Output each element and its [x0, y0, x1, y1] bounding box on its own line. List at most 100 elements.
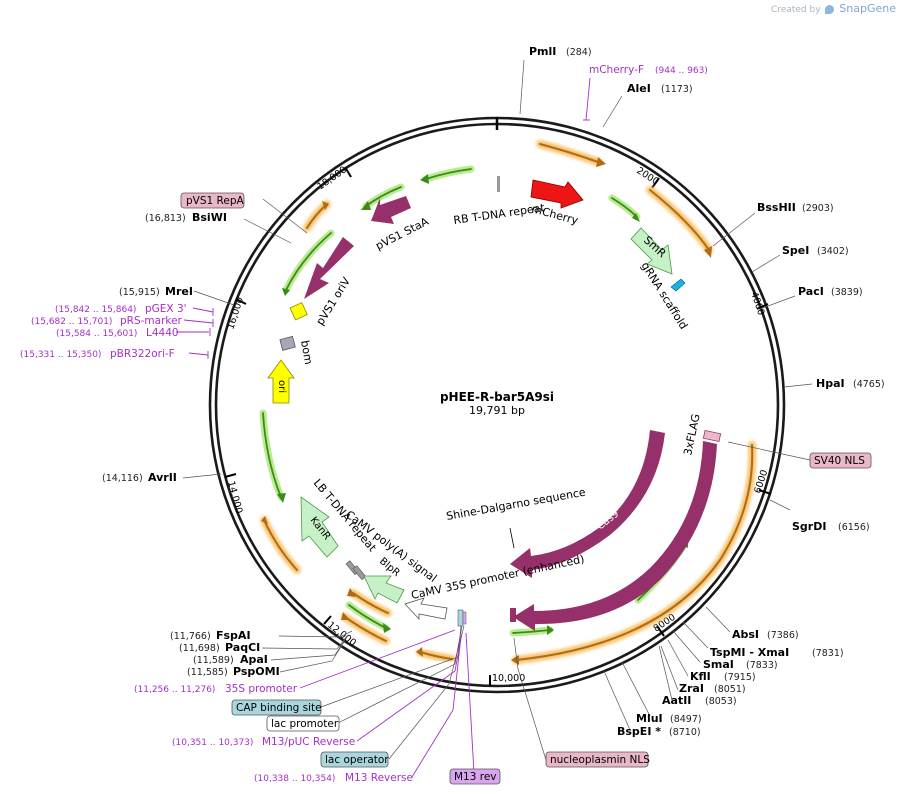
- ori-small-marker: [289, 302, 308, 321]
- m13-rev-marker: [462, 611, 467, 625]
- site-position: (3402): [817, 246, 849, 257]
- site-position: (7386): [767, 630, 799, 641]
- site-bsiwi: (16,813)BsiWI: [145, 211, 227, 224]
- bom-marker: [279, 335, 296, 351]
- box-cap-binding-site: CAP binding site: [231, 699, 322, 716]
- site-name: AleI: [627, 82, 651, 95]
- blpr-arrow: [363, 575, 405, 604]
- primer-range: (10,338 .. 10,354): [254, 774, 335, 784]
- primer-name: pRS-marker: [120, 315, 183, 327]
- orf-arrow: [649, 189, 710, 251]
- plasmid-length: 19,791 bp: [469, 404, 525, 417]
- shine-dalgarno-leader: [509, 527, 515, 549]
- site-hpai: HpaI (4765): [816, 377, 885, 390]
- primer-range: (15,682 .. 15,701): [31, 317, 112, 327]
- site-pspomi: (11,585) PspOMI: [187, 665, 280, 678]
- site-position: (1173): [661, 84, 693, 95]
- polya-marker: [352, 565, 367, 581]
- site-name: AbsI: [732, 628, 759, 641]
- site-smai: SmaI(7833): [703, 658, 778, 671]
- orf-arrow: [419, 651, 453, 660]
- site-position: (15,915): [119, 287, 160, 298]
- primer-name: pBR322ori-F: [110, 348, 175, 360]
- smr-arrow: [630, 227, 673, 275]
- lac-elements-marker: [457, 609, 464, 627]
- credit-brand: SnapGene: [839, 2, 896, 15]
- site-position: (11,698): [179, 643, 220, 654]
- primer-name: pGEX 3': [145, 303, 187, 315]
- primer-m13-reverse: (10,338 .. 10,354)M13 Reverse: [254, 772, 413, 784]
- primer-l4440: (15,584 .. 15,601)L4440: [56, 327, 179, 339]
- site-position: (11,766): [170, 631, 211, 642]
- site-position: (7833): [746, 660, 778, 671]
- nucleoplasmin-nls-marker: [510, 608, 516, 622]
- site-bspei: BspEI *(8710): [617, 725, 701, 738]
- primer-range: (11,256 .. 11,276): [134, 685, 215, 695]
- orf-arrow: [262, 412, 282, 498]
- rb-tdna-repeat-marker: [497, 176, 500, 192]
- site-position: (7831): [812, 648, 844, 659]
- site-position: (14,116): [102, 473, 143, 484]
- site-bsshii: BssHII (2903): [757, 201, 834, 214]
- box-label: SV40 NLS: [814, 455, 865, 467]
- tick-10000: 10,000: [489, 673, 525, 686]
- site-name: PspOMI: [233, 665, 280, 678]
- site-zrai: ZraI (8051): [679, 682, 746, 695]
- primer-m13-puc-reverse: (10,351 .. 10,373)M13/pUC Reverse: [172, 736, 355, 748]
- bom-label: bom: [298, 339, 315, 365]
- primers: mCherry-F (944 .. 963) (15,842 .. 15,864)…: [20, 64, 708, 784]
- orf-arrow: [263, 519, 298, 571]
- site-name: ZraI: [679, 682, 704, 695]
- site-name: FspAI: [216, 629, 251, 642]
- site-position: (4765): [853, 379, 885, 390]
- site-position: (11,585): [187, 667, 228, 678]
- orf-arrow: [539, 143, 599, 163]
- boxed-feature-labels: pVS1 RepA SV40 NLS nucleoplasmin NLS CAP…: [180, 192, 872, 785]
- site-name: KflI: [690, 670, 711, 683]
- primer-name: mCherry-F: [589, 64, 644, 76]
- site-name: AvrII: [148, 471, 177, 484]
- site-name: HpaI: [816, 377, 845, 390]
- box-label: CAP binding site: [236, 702, 322, 714]
- site-name: ApaI: [240, 653, 268, 666]
- primer-range: (15,584 .. 15,601): [56, 329, 137, 339]
- pvs1-staa-arrow: [371, 196, 411, 224]
- box-label: pVS1 RepA: [186, 195, 244, 207]
- site-position: (2903): [802, 203, 834, 214]
- cas9-arrow-inner: [510, 430, 665, 578]
- kanr-arrow: [300, 496, 339, 558]
- orf-arrow: [515, 444, 754, 661]
- box-pvs1-repa: pVS1 RepA: [180, 192, 244, 209]
- leader-lines: [182, 59, 813, 761]
- site-absi: AbsI (7386): [732, 628, 799, 641]
- 3xflag-marker: [702, 429, 722, 443]
- snapgene-credit: Created by SnapGene: [771, 2, 896, 15]
- primer-35s-promoter: (11,256 .. 11,276)35S promoter: [134, 683, 298, 695]
- site-name: PaqCI: [225, 641, 260, 654]
- site-name: MreI: [165, 285, 193, 298]
- ori-label: ori: [276, 380, 287, 393]
- primer-range: (944 .. 963): [655, 66, 708, 76]
- primer-range: (15,842 .. 15,864): [55, 305, 136, 315]
- site-mrei: (15,915) MreI: [119, 285, 193, 298]
- site-position: (6156): [838, 522, 870, 533]
- primer-range: (15,331 .. 15,350): [20, 350, 101, 360]
- site-name: PmlI: [529, 45, 556, 58]
- site-position: (8053): [705, 696, 737, 707]
- box-lac-operator: lac operator: [320, 751, 389, 768]
- site-position: (8051): [714, 684, 746, 695]
- orf-arrowheads: [261, 157, 712, 665]
- pvs1-oriv-arrow: [304, 237, 354, 299]
- site-position: (8710): [669, 727, 701, 738]
- site-name: BssHII: [757, 201, 796, 214]
- camv-35s-promoter-arrow: [404, 597, 448, 621]
- grna-scaffold-marker: [670, 278, 686, 292]
- primer-pbr322ori-f: (15,331 .. 15,350) pBR322ori-F: [20, 348, 175, 360]
- primer-prs-marker: (15,682 .. 15,701) pRS-marker: [31, 315, 183, 327]
- orf-arrow: [425, 168, 472, 180]
- box-label: nucleoplasmin NLS: [550, 754, 650, 766]
- credit-prefix: Created by: [771, 5, 821, 15]
- site-kfli: KflI(7915): [690, 670, 756, 683]
- 3xflag-label: 3xFLAG: [681, 413, 702, 457]
- tick-14000: 14,000: [224, 473, 244, 515]
